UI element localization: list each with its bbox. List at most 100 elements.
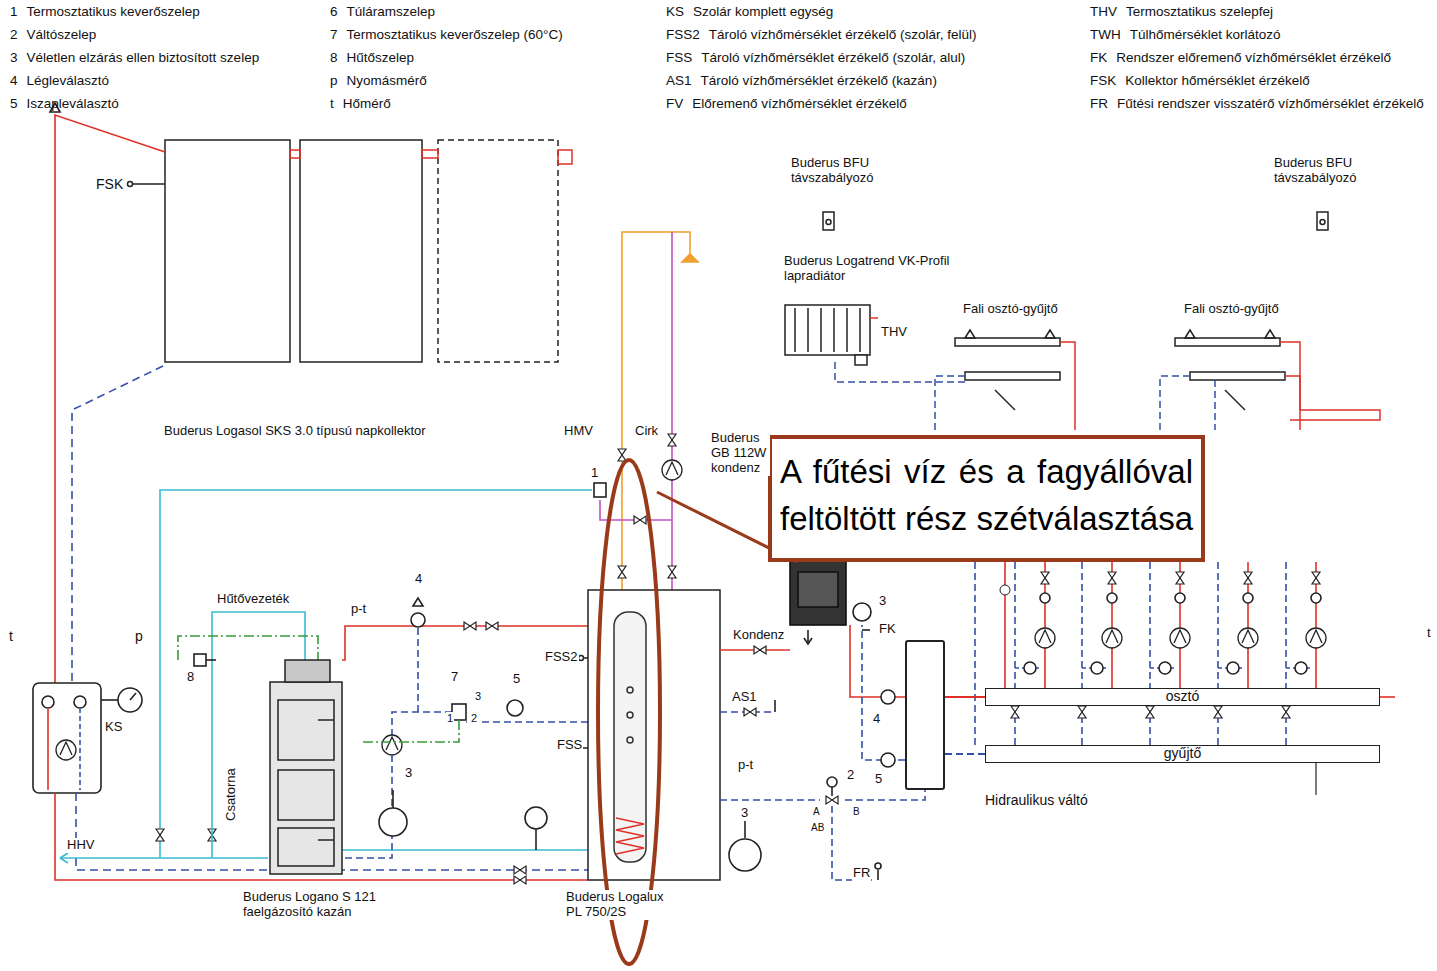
part-label: Buderus Logalux PL 750/2S (565, 890, 682, 920)
legend-code: FSS (666, 50, 692, 66)
callout-number: 8 (186, 670, 195, 685)
legend-text: Kollektor hőmérséklet érzékelő (1125, 73, 1310, 89)
part-label: Fali osztó-gyűjtő (1183, 302, 1280, 317)
legend-code: TWH (1090, 27, 1121, 43)
pipe-connector (945, 696, 985, 698)
legend-row: FSS Tároló vízhőmérséklet érzékelő (szolá… (666, 50, 965, 66)
legend-code: 3 (10, 50, 18, 66)
part-label: KS (104, 720, 123, 735)
legend-code: 4 (10, 73, 18, 89)
legend-code: THV (1090, 4, 1117, 20)
legend-code: 2 (10, 27, 18, 43)
legend-text: Termosztatikus keverőszelep (27, 4, 200, 20)
legend-code: FR (1090, 96, 1108, 112)
legend-row: 5Iszapleválasztó (10, 96, 119, 112)
legend-text: Túlhőmérséklet korlátozó (1130, 27, 1281, 43)
legend-text: Rendszer előremenő vízhőmérséklet érzéke… (1116, 50, 1391, 66)
legend-code: 6 (330, 4, 338, 20)
part-label: Buderus BFU távszabályozó (790, 156, 907, 186)
callout-number: 4 (414, 572, 423, 587)
legend-text: Véletlen elzárás ellen biztosított szele… (27, 50, 260, 66)
legend-text: Előremenő vízhőmérséklet érzékelő (692, 96, 907, 112)
legend-code: 7 (330, 27, 338, 43)
part-label: AS1 (731, 690, 758, 705)
solar-collectors (128, 140, 573, 362)
part-label: HHV (66, 838, 95, 853)
callout-number: 3 (474, 690, 482, 703)
part-label: Buderus GB 112W kondenz (710, 431, 770, 476)
legend-row: FSKKollektor hőmérséklet érzékelő (1090, 73, 1310, 89)
legend-row: 6Túláramszelep (330, 4, 435, 20)
legend-row: FRFűtési rendszer visszatérő vízhőmérsék… (1090, 96, 1424, 112)
callout-number: 2 (470, 712, 478, 725)
legend-code: AS1 (666, 73, 692, 89)
legend-row: THV Termosztatikus szelepfej (1090, 4, 1273, 20)
legend-text: Iszapleválasztó (27, 96, 119, 112)
legend-text: Váltószelep (27, 27, 97, 43)
legend-text: Légleválasztó (27, 73, 110, 89)
part-label: Fali osztó-gyűjtő (962, 302, 1059, 317)
callout-number: 1 (446, 712, 454, 725)
legend-row: 4 Légleválasztó (10, 73, 109, 89)
callout-number: 4 (872, 712, 881, 727)
solar-circuit (33, 103, 588, 884)
part-label: p-t (737, 758, 754, 773)
part-label: Buderus BFU távszabályozó (1273, 156, 1390, 186)
boiler-circuit (342, 598, 588, 858)
wood-boiler (270, 660, 342, 874)
distributor-bar: osztó (985, 688, 1380, 706)
legend-code: 8 (330, 50, 338, 66)
part-label: AB (810, 822, 825, 834)
callout-number: 5 (512, 672, 521, 687)
part-label: FSK (95, 176, 124, 192)
legend-text: Termosztatikus keverőszelep (60°C) (347, 27, 563, 43)
legend-row: AS1 Tároló vízhőmérséklet érzékelő (kazán… (666, 73, 937, 89)
legend-text: Tároló vízhőmérséklet érzékelő (kazán) (701, 73, 937, 89)
part-label: t (1426, 626, 1432, 641)
part-label: A (812, 806, 821, 818)
heating-circuits (975, 562, 1395, 795)
part-label: Csatorna (224, 767, 239, 822)
part-label: FK (878, 622, 897, 637)
legend-row: tHőmérő (330, 96, 391, 112)
upper-floor (785, 212, 1380, 430)
callout-number: 3 (404, 766, 413, 781)
node-text: Hidraulikus váltó (985, 792, 1088, 808)
part-label: FSS (556, 738, 583, 753)
part-label: FR (852, 866, 871, 881)
part-label: Cirk (634, 424, 659, 439)
legend-row: 8 Hűtőszelep (330, 50, 414, 66)
part-label: B (852, 806, 861, 818)
part-label: Buderus Logasol SKS 3.0 típusú napkollek… (163, 424, 427, 439)
legend-text: Termosztatikus szelepfej (1126, 4, 1273, 20)
part-label: Kondenz (732, 628, 785, 643)
legend-row: p Nyomásmérő (330, 73, 427, 89)
legend-row: FKRendszer előremenő vízhőmérséklet érzé… (1090, 50, 1391, 66)
part-label: FSS2 (544, 650, 579, 665)
hydraulic-separator: Hidraulikus váltó (905, 640, 945, 790)
legend-text: Nyomásmérő (347, 73, 427, 89)
part-label: Buderus Logatrend VK-Profil lapradiátor (783, 254, 980, 284)
legend-row: 7 Termosztatikus keverőszelep (60°C) (330, 27, 563, 43)
callout-number: 1 (590, 466, 599, 481)
legend-text: Hűtőszelep (347, 50, 415, 66)
legend-row: 1Termosztatikus keverőszelep (10, 4, 200, 20)
legend-row: FSS2Tároló vízhőmérséklet érzékelő (szol… (666, 27, 977, 43)
legend-text: Szolár komplett egység (693, 4, 833, 20)
part-label: Hűtővezeték (216, 592, 290, 607)
legend-row: KSSzolár komplett egység (666, 4, 833, 20)
part-label: t (8, 628, 14, 644)
condensing-boiler-circuit (720, 560, 925, 880)
collector-bar: gyűjtő (985, 745, 1380, 763)
pipe-connector (945, 753, 985, 755)
legend-code: p (330, 73, 338, 89)
legend-code: FV (666, 96, 683, 112)
legend-text: Tároló vízhőmérséklet érzékelő (szolár, … (701, 50, 965, 66)
part-label: THV (880, 325, 908, 340)
legend-code: t (330, 96, 334, 112)
legend-code: FSS2 (666, 27, 700, 43)
node-text: osztó (1166, 688, 1199, 704)
part-label: p (134, 628, 144, 644)
